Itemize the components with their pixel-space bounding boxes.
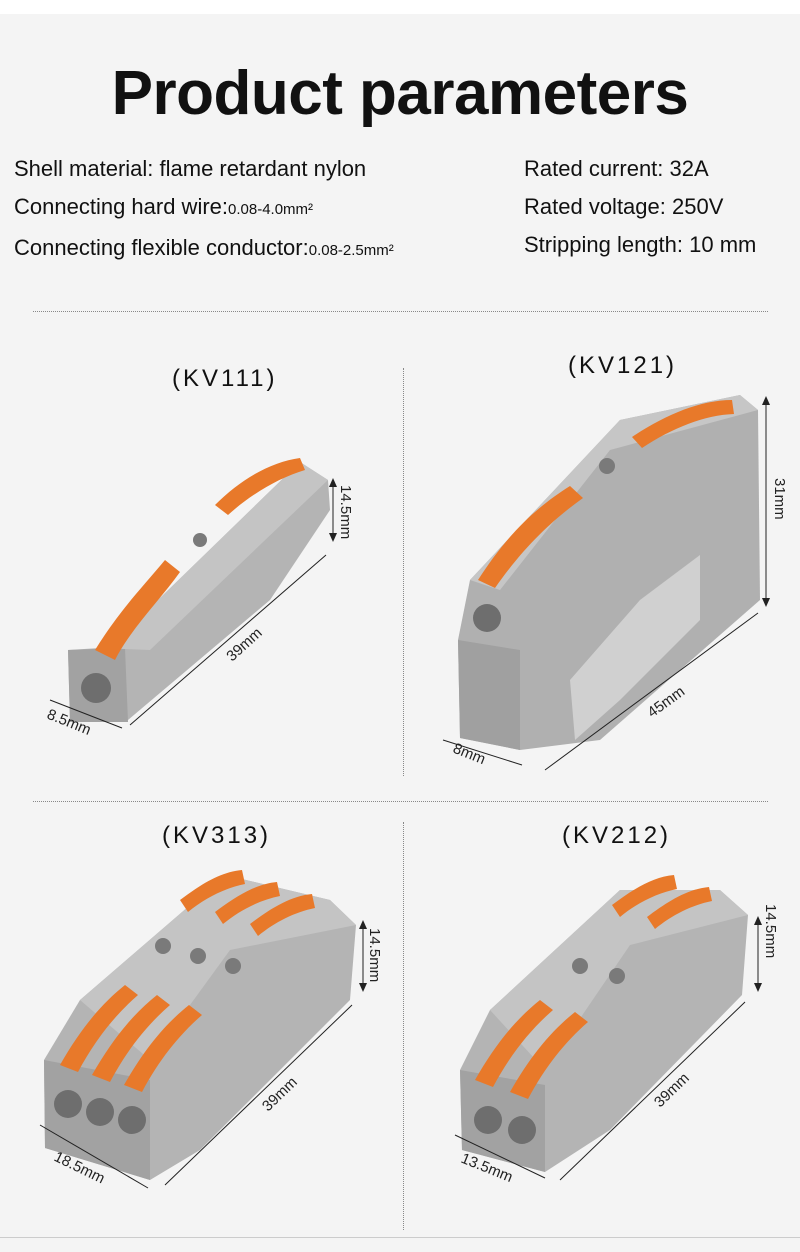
- model-label-kv111: (KV111): [172, 365, 278, 392]
- dim-kv313-height: 14.5mm: [366, 928, 383, 982]
- spec-flexible-conductor: Connecting flexible conductor:0.08-2.5mm…: [14, 235, 394, 260]
- connector-kv111-image: [68, 458, 330, 722]
- model-label-kv313: (KV313): [162, 822, 272, 849]
- spec-rated-voltage: Rated voltage: 250V: [524, 194, 724, 219]
- divider-bottom: [0, 1237, 800, 1238]
- dim-kv212-height: 14.5mm: [762, 904, 779, 958]
- connector-kv121-image: [458, 395, 760, 750]
- divider-vertical-upper: [403, 368, 404, 776]
- divider-vertical-lower: [403, 822, 404, 1230]
- divider-top: [33, 311, 768, 312]
- dim-kv121-height: 31mm: [771, 478, 788, 520]
- spec-stripping-length: Stripping length: 10 mm: [524, 232, 757, 257]
- connector-kv313-image: [44, 870, 356, 1180]
- model-label-kv121: (KV121): [568, 352, 678, 379]
- divider-middle: [33, 801, 768, 802]
- top-strip: [0, 0, 800, 14]
- model-label-kv212: (KV212): [562, 822, 672, 849]
- page-title: Product parameters: [111, 59, 689, 128]
- spec-hard-wire: Connecting hard wire:0.08-4.0mm²: [14, 194, 314, 219]
- spec-rated-current: Rated current: 32A: [524, 156, 709, 181]
- dim-kv111-height: 14.5mm: [337, 485, 354, 539]
- connector-kv212-image: [460, 875, 748, 1172]
- spec-shell-material: Shell material: flame retardant nylon: [14, 156, 367, 181]
- specs-left: Shell material: flame retardant nylon Co…: [14, 150, 394, 270]
- specs-right: Rated current: 32A Rated voltage: 250V S…: [524, 150, 756, 264]
